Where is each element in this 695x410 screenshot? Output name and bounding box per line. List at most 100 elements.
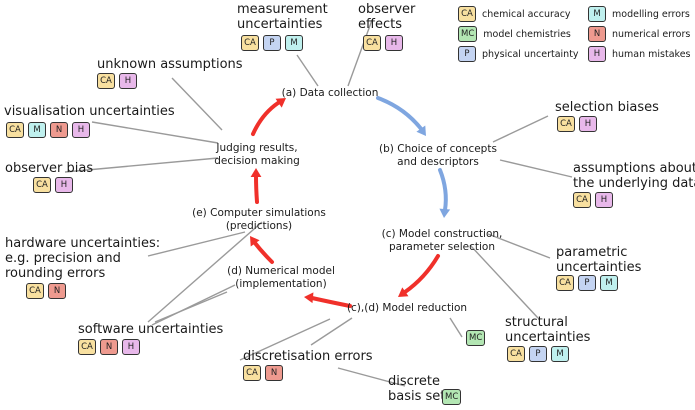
arrowhead-b-to-c [439, 208, 451, 218]
badge-n: N [265, 365, 283, 381]
badge-m: M [28, 122, 46, 138]
connector-line [347, 19, 373, 87]
connector-line [147, 231, 246, 257]
connector-line [449, 317, 463, 338]
badge-h: H [385, 35, 403, 51]
badges-mc-standalone: MC [466, 330, 486, 346]
label-visualisation: visualisation uncertainties [4, 104, 175, 119]
badge-p: P [263, 35, 281, 51]
badge-h: H [55, 177, 73, 193]
connector-line [469, 244, 539, 319]
label-observer-effects: observer effects [358, 2, 416, 32]
legend-label: model chemistries [483, 28, 571, 40]
badge-n: N [588, 26, 606, 42]
node-computer-simulations: (e) Computer simulations (predictions) [192, 207, 326, 232]
badge-mc: MC [458, 26, 478, 42]
connector-line [91, 121, 219, 144]
node-choice-concepts: (b) Choice of concepts and descriptors [379, 143, 497, 168]
connector-line [337, 367, 406, 387]
arrowhead-a-to-b [416, 125, 426, 136]
badge-m: M [551, 346, 569, 362]
arrowhead-e-to-judging [250, 168, 262, 177]
cycle-arrow-c-to-reduction [403, 254, 440, 294]
cycle-arrow-d-to-e [253, 241, 274, 264]
badge-h: H [579, 116, 597, 132]
connector-line [296, 54, 319, 87]
node-model-construction: (c) Model construction, parameter select… [381, 228, 503, 253]
label-discrete-basis: discrete basis set [388, 374, 446, 404]
cycle-arrow-a-to-b [376, 96, 424, 132]
arrowhead-reduction-to-d [304, 292, 314, 304]
badge-ca: CA [78, 339, 96, 355]
badge-ca: CA [26, 283, 44, 299]
arrowhead-d-to-e [250, 236, 260, 247]
legend-label: human mistakes [612, 48, 691, 60]
badge-n: N [100, 339, 118, 355]
badge-h: H [122, 339, 140, 355]
label-discretisation: discretisation errors [243, 349, 373, 364]
connector-line [239, 318, 331, 361]
node-data-collection: (a) Data collection [281, 87, 379, 99]
arrowhead-c-to-reduction [398, 287, 409, 297]
badge-n: N [48, 283, 66, 299]
badge-m: M [285, 35, 303, 51]
badges-discrete-basis: MC [442, 389, 462, 405]
badge-ca: CA [363, 35, 381, 51]
badge-h: H [72, 122, 90, 138]
connector-line [154, 291, 228, 323]
connector-line [310, 317, 353, 346]
label-structural: structural uncertainties [505, 315, 591, 345]
badge-ca: CA [556, 275, 574, 291]
badge-p: P [458, 46, 476, 62]
badge-h: H [595, 192, 613, 208]
connector-line [492, 115, 549, 143]
badge-ca: CA [241, 35, 259, 51]
node-numerical-model: (d) Numerical model (implementation) [227, 265, 335, 290]
badge-ca: CA [6, 122, 24, 138]
connector-line [147, 221, 263, 323]
label-parametric: parametric uncertainties [556, 245, 642, 275]
legend-item-mc: MC model chemistries [458, 26, 571, 42]
connector-line [151, 284, 236, 326]
badge-ca: CA [33, 177, 51, 193]
legend-label: numerical errors [612, 28, 691, 40]
legend-label: physical uncertainty [482, 48, 579, 60]
label-unknown-assumptions: unknown assumptions [97, 57, 243, 72]
cycle-arrow-e-to-judging [254, 174, 259, 204]
badge-h: H [119, 73, 137, 89]
connector-line [499, 159, 573, 178]
label-hardware: hardware uncertainties: e.g. precision a… [5, 236, 161, 281]
badge-p: P [578, 275, 596, 291]
badge-ca: CA [507, 346, 525, 362]
arrowhead-judging-to-a [275, 98, 286, 108]
badge-ca: CA [458, 6, 476, 22]
node-model-reduction: (c),(d) Model reduction [346, 302, 468, 314]
badge-m: M [600, 275, 618, 291]
badge-mc: MC [442, 389, 462, 405]
badge-m: M [588, 6, 606, 22]
legend-label: chemical accuracy [482, 8, 571, 20]
label-assumptions-underlying: assumptions about the underlying data [573, 161, 695, 191]
label-software: software uncertainties [78, 322, 224, 337]
cycle-arrow-judging-to-a [251, 101, 280, 136]
badge-p: P [529, 346, 547, 362]
label-observer-bias: observer bias [5, 161, 94, 176]
cycle-arrow-b-to-c [438, 168, 448, 212]
badge-ca: CA [243, 365, 261, 381]
